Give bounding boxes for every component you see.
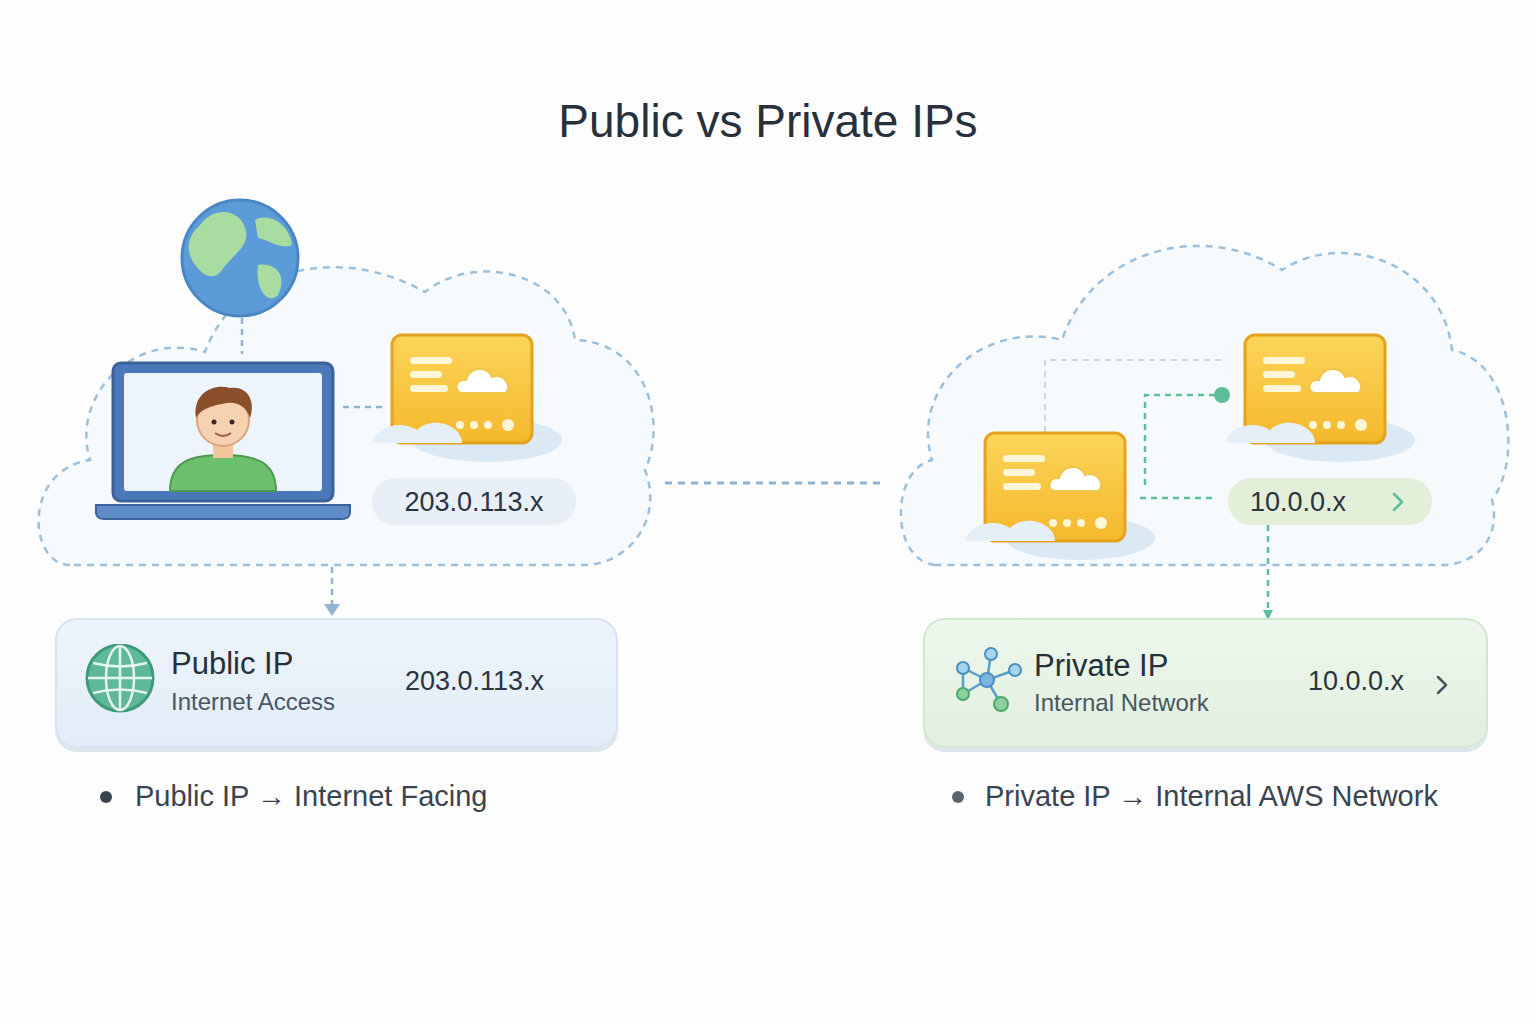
ip-text: 10.0.0.x [1250,487,1346,518]
chevron-icon [1434,674,1450,696]
ip-text: Internet Access [171,688,335,716]
globe-icon [81,644,161,724]
ip-text: 203.0.113.x [404,487,543,518]
card-heading: Private IP [1034,648,1168,684]
diagram-title: Public vs Private IPs [0,94,1536,148]
bullet-note: Private IP → Internal AWS Network [985,780,1438,813]
ip-card: Public IP Internet Access 203.0.113.x [55,618,618,748]
network-icon [949,644,1029,724]
dashed-arrow [1267,525,1270,618]
ip-pill: 10.0.0.x [1228,478,1432,525]
ip-card: Private IP Internal Network 10.0.0.x [923,618,1488,748]
ip-text: 10.0.0.x [1308,666,1404,697]
ip-pill: 203.0.113.x [372,478,576,525]
chevron-icon [1390,491,1406,513]
ip-text: 203.0.113.x [405,666,544,697]
card-heading: Public IP [171,646,293,682]
bullet-note: Public IP → Internet Facing [135,780,487,813]
ip-text: Internal Network [1034,689,1209,717]
